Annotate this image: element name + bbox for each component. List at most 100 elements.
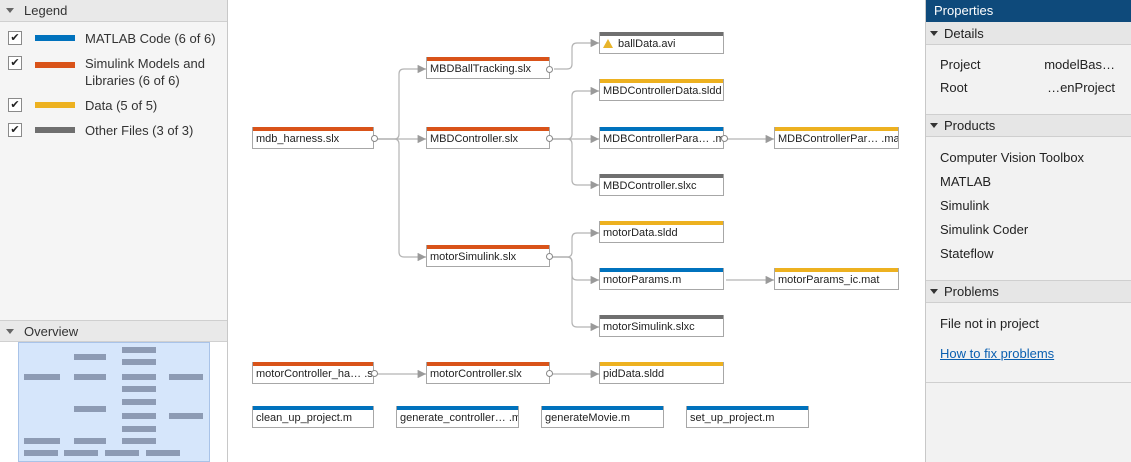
overview-minimap[interactable]: [0, 342, 227, 462]
legend-label: Simulink Models and Libraries (6 of 6): [85, 56, 205, 88]
expand-port[interactable]: [546, 66, 553, 73]
file-type-bar: [253, 406, 373, 410]
overview-node: [24, 438, 60, 444]
product-item: Simulink Coder: [940, 221, 1029, 237]
file-node-set-up-project[interactable]: set_up_project.m: [686, 406, 809, 428]
overview-node: [122, 374, 156, 380]
detail-row-root: Root …enProject: [940, 76, 1131, 99]
overview-node: [169, 374, 203, 380]
overview-node: [74, 406, 106, 412]
file-node-generate-controller[interactable]: generate_controller… .m: [396, 406, 519, 428]
file-node-label: MBDBallTracking.slx: [430, 63, 532, 75]
overview-node: [105, 450, 139, 456]
file-type-bar: [600, 315, 723, 319]
file-node-mdbcontrollerparams-m[interactable]: MDBControllerPara… .m: [599, 127, 724, 149]
file-node-mdb-harness[interactable]: mdb_harness.slx: [252, 127, 374, 149]
legend-swatch-orange: [35, 62, 75, 68]
file-node-clean-up-project[interactable]: clean_up_project.m: [252, 406, 374, 428]
file-node-motordata[interactable]: motorData.sldd: [599, 221, 724, 243]
overview-node: [122, 347, 156, 353]
expand-port[interactable]: [546, 370, 553, 377]
legend-checkbox[interactable]: ✔: [8, 123, 22, 137]
file-node-motorparams[interactable]: motorParams.m: [599, 268, 724, 290]
overview-node: [64, 450, 98, 456]
collapse-triangle-icon[interactable]: [930, 289, 938, 294]
detail-value: modelBas…: [1044, 57, 1115, 72]
expand-port[interactable]: [546, 253, 553, 260]
how-to-fix-problems-link[interactable]: How to fix problems: [940, 345, 1055, 361]
file-node-motorsimulink[interactable]: motorSimulink.slx: [426, 245, 550, 267]
overview-header-label: Overview: [24, 323, 79, 339]
product-item: Stateflow: [940, 245, 994, 261]
file-type-bar: [253, 127, 373, 131]
file-type-bar: [775, 268, 898, 272]
expand-port[interactable]: [371, 135, 378, 142]
product-item: Computer Vision Toolbox: [940, 149, 1085, 165]
edge: [551, 138, 599, 190]
file-node-label: mdb_harness.slx: [256, 133, 340, 145]
file-node-label: ballData.avi: [618, 38, 676, 50]
expand-port[interactable]: [371, 370, 378, 377]
legend-checkbox[interactable]: ✔: [8, 31, 22, 45]
file-node-mbdcontroller[interactable]: MBDController.slx: [426, 127, 550, 149]
file-node-label: set_up_project.m: [690, 412, 775, 424]
file-node-mbdballtracking[interactable]: MBDBallTracking.slx: [426, 57, 550, 79]
legend-item-data[interactable]: ✔ Data (5 of 5): [0, 93, 227, 118]
overview-viewport[interactable]: [18, 342, 210, 462]
edge: [377, 64, 426, 140]
file-type-bar: [687, 406, 808, 410]
file-node-motorcontroller-harness[interactable]: motorController_ha… .slx: [252, 362, 374, 384]
file-node-mbdcontroller-slxc[interactable]: MBDController.slxc: [599, 174, 724, 196]
dependency-graph-canvas[interactable]: mdb_harness.slx MBDBallTracking.slx MBDC…: [229, 0, 924, 462]
legend-checkbox[interactable]: ✔: [8, 56, 22, 70]
problems-section-header[interactable]: Problems: [926, 280, 1131, 303]
overview-node: [122, 413, 156, 419]
legend-checkbox[interactable]: ✔: [8, 98, 22, 112]
file-node-label: motorSimulink.slxc: [603, 321, 695, 333]
expand-port[interactable]: [546, 135, 553, 142]
legend-item-simulink-models[interactable]: ✔ Simulink Models and Libraries (6 of 6): [0, 51, 227, 93]
file-node-motorparams-ic[interactable]: motorParams_ic.mat: [774, 268, 899, 290]
file-node-label: MBDController.slxc: [603, 180, 697, 192]
problems-body: File not in project How to fix problems: [926, 303, 1131, 383]
problem-message: File not in project: [940, 315, 1039, 331]
overview-node: [24, 374, 60, 380]
file-node-label: generate_controller… .m: [400, 412, 519, 424]
legend-item-other-files[interactable]: ✔ Other Files (3 of 3): [0, 118, 227, 143]
expand-port[interactable]: [721, 135, 728, 142]
products-section-header[interactable]: Products: [926, 114, 1131, 137]
file-node-label: MBDController.slx: [430, 133, 519, 145]
overview-node: [74, 438, 106, 444]
file-node-motorcontroller[interactable]: motorController.slx: [426, 362, 550, 384]
legend-item-matlab-code[interactable]: ✔ MATLAB Code (6 of 6): [0, 26, 227, 51]
file-node-label: clean_up_project.m: [256, 412, 353, 424]
file-node-balldata[interactable]: ballData.avi: [599, 32, 724, 54]
details-section-header[interactable]: Details: [926, 22, 1131, 45]
file-node-piddata[interactable]: pidData.sldd: [599, 362, 724, 384]
collapse-triangle-icon[interactable]: [6, 328, 14, 334]
file-node-mdbcontrollerparams-mat[interactable]: MDBControllerPar… .mat: [774, 127, 899, 149]
edge: [551, 228, 599, 258]
overview-header[interactable]: Overview: [0, 320, 227, 342]
file-node-label: MBDControllerData.sldd: [603, 85, 722, 97]
collapse-triangle-icon[interactable]: [930, 30, 938, 36]
collapse-triangle-icon[interactable]: [6, 8, 14, 13]
file-node-motorsimulink-slxc[interactable]: motorSimulink.slxc: [599, 315, 724, 337]
file-node-mbdcontrollerdata[interactable]: MBDControllerData.sldd: [599, 79, 724, 101]
legend-header[interactable]: Legend: [0, 0, 227, 22]
details-header-label: Details: [944, 25, 984, 41]
file-type-bar: [397, 406, 518, 410]
overview-node: [122, 386, 156, 392]
dependency-edges: [377, 38, 774, 379]
overview-node: [74, 374, 106, 380]
edge: [551, 256, 599, 285]
file-node-generatemovie[interactable]: generateMovie.m: [541, 406, 664, 428]
overview-node: [122, 438, 156, 444]
collapse-triangle-icon[interactable]: [930, 123, 938, 128]
file-node-label: pidData.sldd: [603, 368, 665, 380]
edge: [554, 38, 599, 70]
file-type-bar: [253, 362, 373, 366]
file-type-bar: [600, 221, 723, 225]
properties-panel: Properties Details Project modelBas… Roo…: [925, 0, 1131, 462]
